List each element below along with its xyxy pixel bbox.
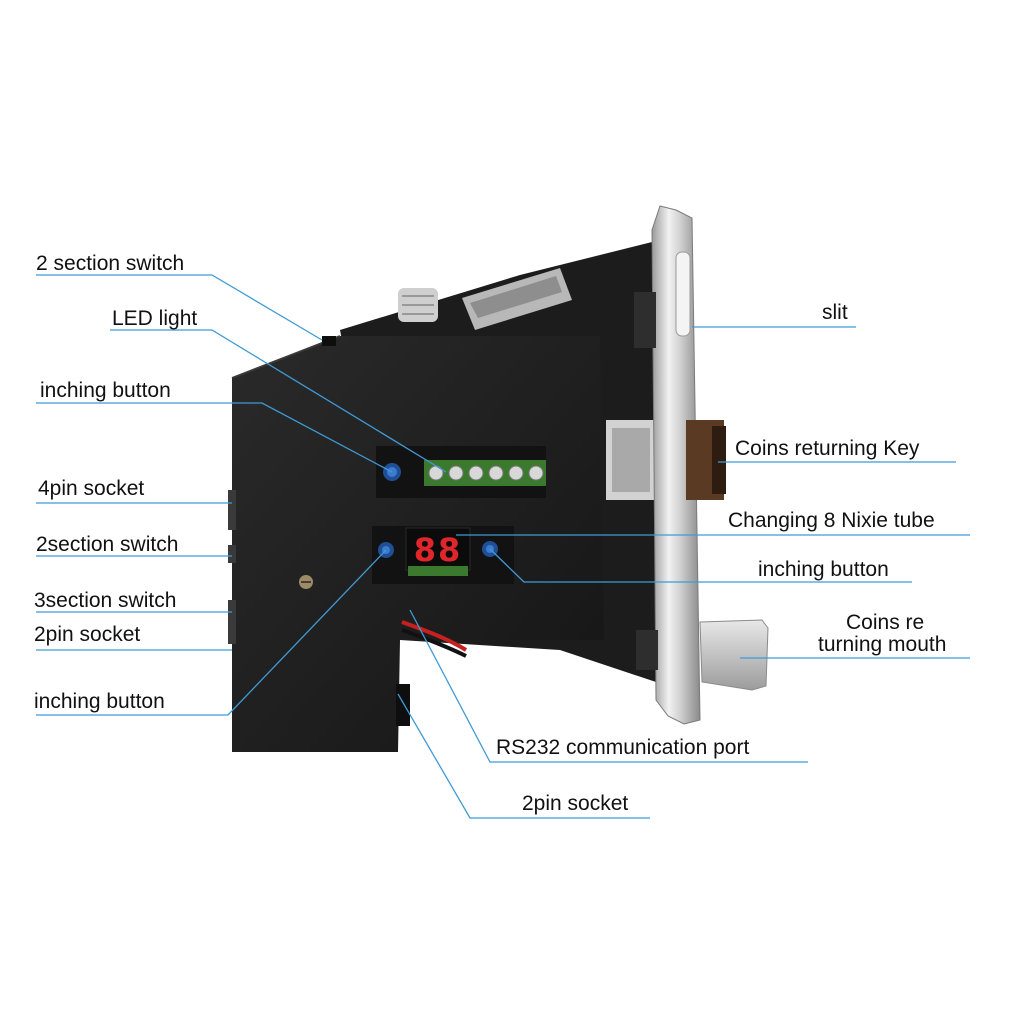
label-3section-switch: 3section switch (34, 589, 177, 612)
label-coins-returning-mouth-1: Coins re (846, 611, 925, 634)
led-2 (448, 465, 464, 481)
pcb-strip (424, 460, 546, 486)
label-inching-button-right: inching button (758, 558, 889, 581)
chrome-faceplate (651, 205, 701, 725)
left-side-switches (228, 490, 236, 530)
red-black-wires (401, 620, 468, 652)
label-inching-button-top: inching button (40, 379, 171, 402)
leader-lines (36, 274, 970, 819)
label-2pin-socket-bottom: 2pin socket (522, 792, 629, 815)
led-6 (528, 465, 544, 481)
top-switch (322, 336, 336, 346)
led-5 (508, 465, 524, 481)
label-changing-nixie-tube: Changing 8 Nixie tube (728, 509, 935, 532)
label-coins-returning-key: Coins returning Key (735, 437, 920, 460)
label-2pin-socket-left: 2pin socket (34, 623, 141, 646)
label-4pin-socket: 4pin socket (38, 477, 145, 500)
label-2section-switch: 2section switch (36, 533, 179, 556)
nixie-digits: 88 (414, 531, 463, 569)
label-led-light: LED light (112, 307, 198, 330)
label-inching-button-left: inching button (34, 690, 165, 713)
slit-graphic (675, 251, 691, 337)
led-row (428, 465, 544, 481)
led-1 (428, 465, 444, 481)
label-coins-returning-mouth-2: turning mouth (818, 633, 947, 656)
led-4 (488, 465, 504, 481)
bottom-socket (396, 684, 410, 726)
label-rs232-port: RS232 communication port (496, 736, 750, 759)
label-slit: slit (822, 301, 848, 324)
led-3 (468, 465, 484, 481)
coins-returning-mouth-graphic (699, 619, 769, 691)
label-2-section-switch: 2 section switch (36, 252, 185, 275)
